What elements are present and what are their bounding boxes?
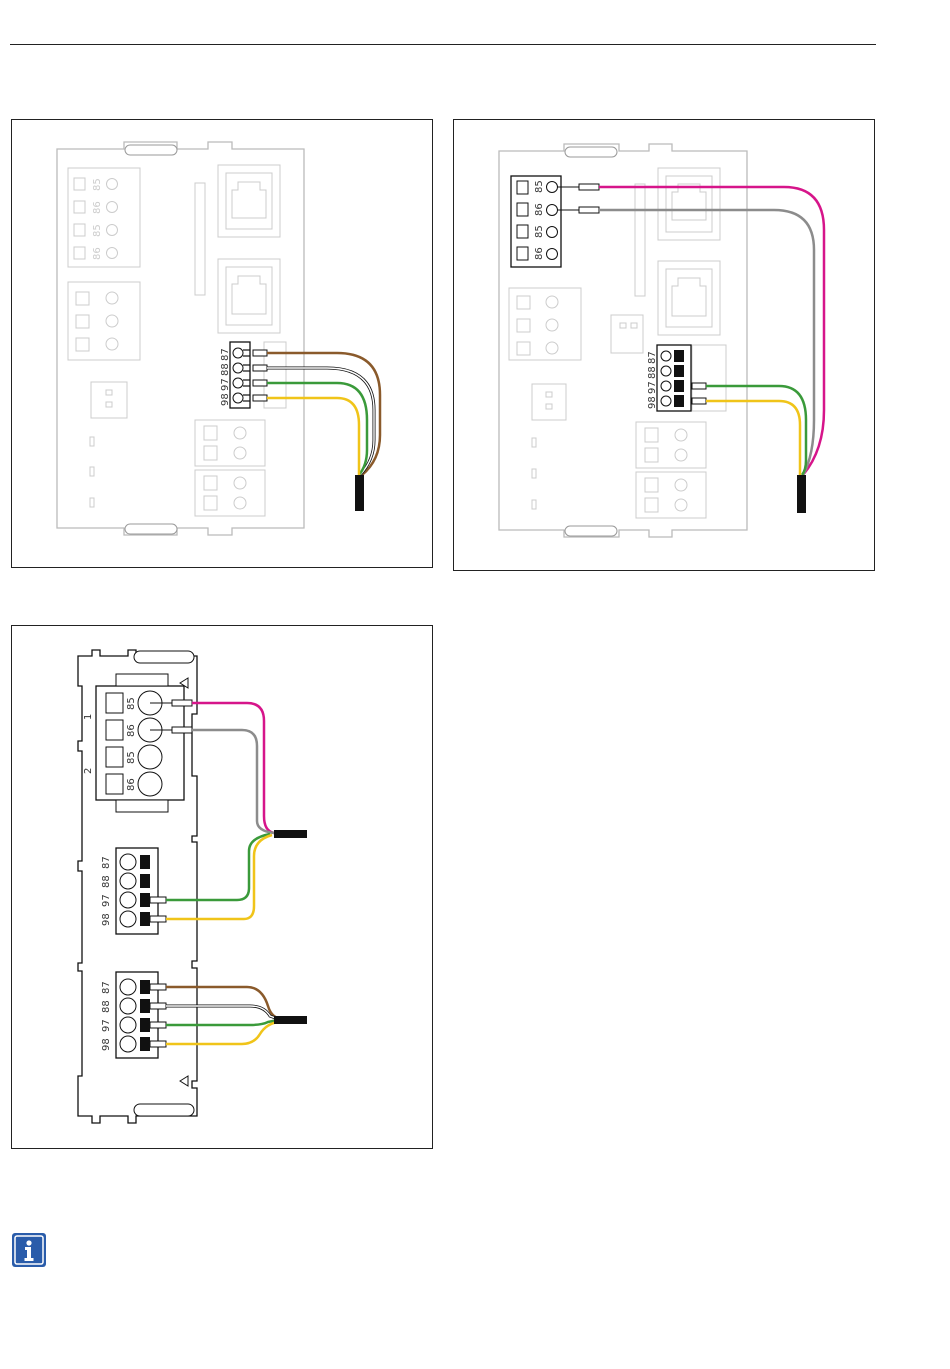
info-icon [12,1233,46,1267]
wiring-diagram-2: 85 86 85 86 [454,120,874,570]
faded-coil-label: 85 [92,178,103,191]
wire-magenta [192,703,274,833]
relay-label-88: 88 [101,1000,112,1013]
faded-coil-label: 85 [92,224,103,237]
relay-label-98: 98 [101,913,112,926]
relay-label-87: 87 [101,856,112,869]
cable-sheath [274,1016,307,1024]
cable-sheath [355,475,364,511]
wire-green [706,386,806,475]
wire-gray [192,730,274,833]
wire-brown [267,353,380,475]
relay-label-87: 87 [647,351,658,364]
diagram-panel-1: 85 86 85 86 [11,119,433,568]
ethernet-port [218,259,280,333]
wire-yellow [267,398,359,475]
wire-yellow [166,835,272,919]
coil-label-86: 86 [126,724,137,737]
wiring-diagram-3: 1 2 85 86 85 86 [12,626,432,1148]
coil-label-86: 86 [126,778,137,791]
faded-coil-label: 86 [92,247,103,260]
service-slot [195,183,205,295]
coil-label-86: 86 [534,203,545,216]
wire-green [166,1020,278,1025]
wiring-diagram-1: 85 86 85 86 [12,120,432,567]
wire-white [166,1006,278,1019]
relay-terminal-block [657,345,691,411]
coil-terminal-block [96,674,184,812]
relay-label-97: 97 [647,381,658,394]
wire-brown [166,987,278,1018]
group-label-1: 1 [83,714,94,720]
small-connector [91,382,127,418]
relay-label-87: 87 [101,981,112,994]
ethernet-port [218,165,280,237]
relay-label-88: 88 [101,875,112,888]
relay-label-98: 98 [220,393,231,406]
coil-label-85: 85 [126,697,137,710]
faded-coil-label: 86 [92,201,103,214]
relay-label-98: 98 [647,396,658,409]
group-label-2: 2 [83,768,94,774]
diagram-panel-3: 1 2 85 86 85 86 [11,625,433,1149]
relay-label-97: 97 [101,894,112,907]
coil-label-86: 86 [534,247,545,260]
coil-label-85: 85 [126,751,137,764]
relay-terminal-block [230,342,250,408]
relay-label-98: 98 [101,1038,112,1051]
relay-label-97: 97 [220,378,231,391]
relay-label-88: 88 [220,363,231,376]
terminal-block [68,282,140,360]
cable-sheath [797,475,806,513]
relay-label-88: 88 [647,366,658,379]
coil-terminal-block [68,168,140,267]
coil-label-85: 85 [534,225,545,238]
coil-label-85: 85 [534,180,545,193]
relay-label-97: 97 [101,1019,112,1032]
header-rule [10,44,876,45]
diagram-panel-2: 85 86 85 86 [453,119,875,571]
relay-label-87: 87 [220,348,231,361]
wire-yellow [706,401,800,475]
cable-sheath [274,830,307,838]
